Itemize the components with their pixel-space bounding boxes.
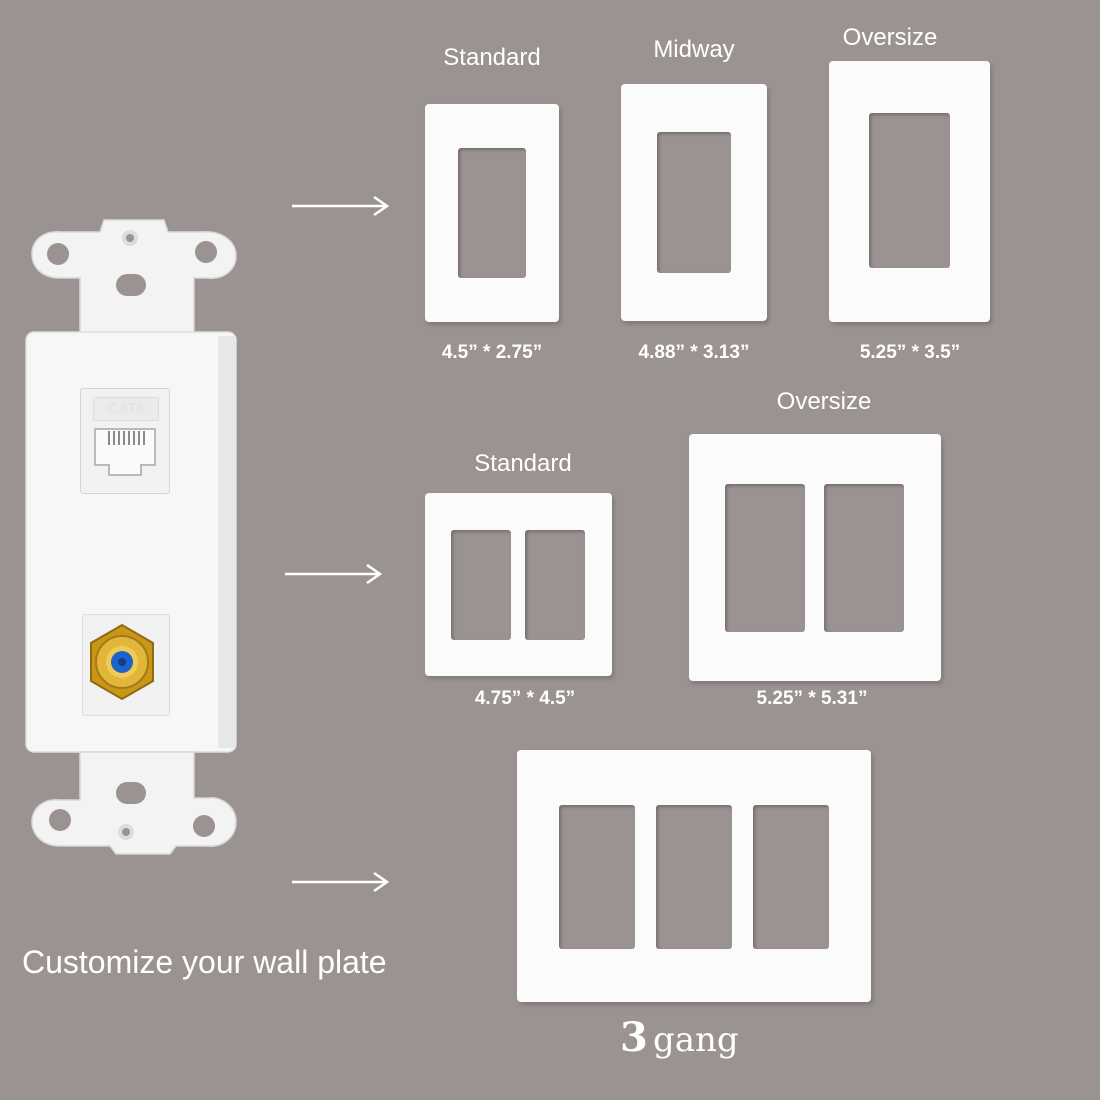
single-midway-size: 4.88” * 3.13” <box>638 342 750 363</box>
triple-gang-plate <box>517 750 871 1002</box>
single-midway-plate <box>621 84 767 321</box>
coax-connector-icon <box>82 614 170 716</box>
double-standard-title: Standard <box>474 450 572 477</box>
cat6-jack-label: CAT6 <box>93 397 159 421</box>
single-standard-size: 4.5” * 2.75” <box>441 342 543 363</box>
decora-opening <box>458 148 526 278</box>
triple-gang-label: 3 gang <box>620 1014 750 1061</box>
decora-opening <box>725 484 805 632</box>
decora-opening <box>451 530 511 640</box>
decora-insert-device <box>25 219 237 855</box>
headline: Customize your wall plate <box>22 944 387 980</box>
single-standard-title: Standard <box>443 44 541 71</box>
single-oversize-plate <box>829 61 990 322</box>
decora-opening <box>869 113 950 268</box>
single-oversize-title: Oversize <box>842 24 938 51</box>
double-oversize-size: 5.25” * 5.31” <box>756 688 868 709</box>
arrow-right-icon <box>292 871 390 893</box>
single-standard-plate <box>425 104 559 322</box>
decora-opening <box>525 530 585 640</box>
single-oversize-size: 5.25” * 3.5” <box>859 342 961 363</box>
double-standard-plate <box>425 493 612 676</box>
gang-count: 3 <box>620 1014 648 1061</box>
decora-opening <box>657 132 731 273</box>
decora-opening <box>656 805 732 949</box>
arrow-right-icon <box>292 195 390 217</box>
single-midway-title: Midway <box>653 36 735 63</box>
arrow-right-icon <box>285 563 383 585</box>
decora-opening <box>753 805 829 949</box>
decora-opening <box>559 805 635 949</box>
cat6-jack-icon: CAT6 <box>80 388 170 494</box>
double-oversize-plate <box>689 434 941 681</box>
decora-opening <box>824 484 904 632</box>
double-standard-size: 4.75” * 4.5” <box>474 688 576 709</box>
double-oversize-title: Oversize <box>776 388 872 415</box>
gang-word: gang <box>652 1020 739 1060</box>
